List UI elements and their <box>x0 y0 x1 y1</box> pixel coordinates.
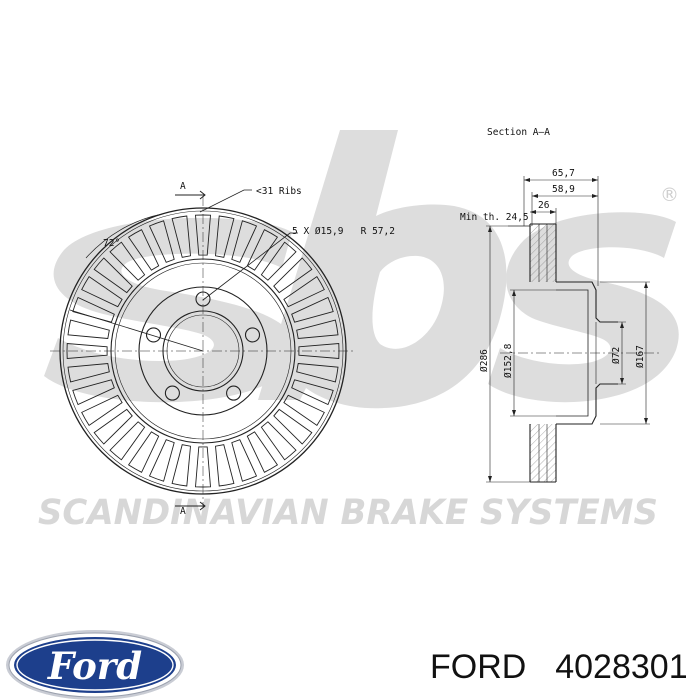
bolt-hole <box>244 327 261 343</box>
disc-rib <box>72 379 115 406</box>
section-title: Section A–A <box>487 127 550 138</box>
disc-rib <box>148 439 175 482</box>
bolt-hole <box>145 327 162 343</box>
dim-thickness: 26 <box>538 200 550 211</box>
disc-rib <box>291 296 334 323</box>
section-marker-top: A <box>180 181 186 192</box>
dia-center-bore: Ø72 <box>611 347 622 364</box>
part-number: 4028301 <box>555 648 688 686</box>
disc-rib <box>273 408 313 445</box>
bolt-hole <box>226 385 242 401</box>
disc-rib <box>127 431 160 473</box>
registered-mark: ® <box>660 184 679 206</box>
ford-logo-oval <box>14 637 176 693</box>
disc-rib <box>195 446 211 488</box>
disc-rib <box>66 343 108 359</box>
disc-rib <box>171 444 191 487</box>
disc-rib <box>93 257 133 294</box>
disc-rib <box>298 343 340 359</box>
disc-rib <box>81 394 123 427</box>
disc-rib <box>109 241 146 281</box>
min-thickness-label: Min th. 24,5 <box>460 212 529 223</box>
disc-rib <box>215 444 235 487</box>
disc-rib <box>171 215 191 258</box>
disc-rib <box>296 363 339 383</box>
disc-rib <box>283 275 325 308</box>
disc-rib <box>81 275 123 308</box>
brand-name: FORD <box>430 648 527 686</box>
disc-rib <box>283 394 325 427</box>
disc-rib <box>109 421 146 461</box>
dim-hat-height: 58,9 <box>552 184 575 195</box>
disc-front-view <box>50 189 356 511</box>
disc-rib <box>246 431 279 473</box>
disc-section-view <box>486 176 660 483</box>
bolt-pattern-label: 5 X Ø15,9 R 57,2 <box>292 226 395 237</box>
disc-rib <box>148 220 175 263</box>
ribs-label: <31 Ribs <box>256 186 302 197</box>
disc-rib <box>67 319 110 339</box>
disc-rib <box>127 229 160 271</box>
sbs-watermark-logo: ® <box>44 130 679 409</box>
dia-hat-outer: Ø167 <box>635 345 646 368</box>
disc-rib <box>72 296 115 323</box>
bolt-hole <box>164 385 180 401</box>
dim-overall-height: 65,7 <box>552 168 575 179</box>
disc-rib <box>296 319 339 339</box>
disc-ribs <box>66 214 340 488</box>
disc-rib <box>231 439 258 482</box>
ford-logo: Ford <box>6 630 184 700</box>
disc-rib <box>291 379 334 406</box>
disc-rib <box>273 257 313 294</box>
disc-rib <box>195 214 211 256</box>
disc-rib <box>231 220 258 263</box>
disc-rib <box>93 408 133 445</box>
brand-part-label: FORD 4028301 <box>430 648 692 688</box>
company-name-watermark: SCANDINAVIAN BRAKE SYSTEMS <box>38 493 658 533</box>
disc-rib <box>260 421 297 461</box>
disc-rib <box>260 241 297 281</box>
angle-label: 72° <box>103 238 120 249</box>
section-marker-bottom: A <box>180 506 186 517</box>
disc-rib <box>246 229 279 271</box>
disc-rib <box>215 215 235 258</box>
disc-rib <box>67 363 110 383</box>
dia-hat: Ø152,8 <box>503 343 514 378</box>
ford-logo-script: Ford <box>47 644 142 688</box>
dia-outer: Ø286 <box>479 349 490 372</box>
